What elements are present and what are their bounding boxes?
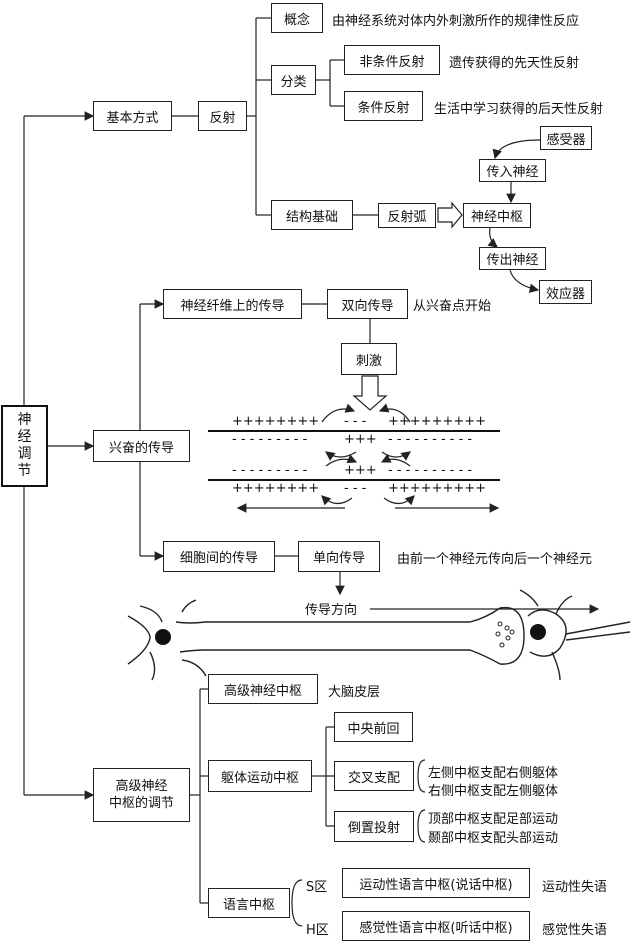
reflex-arc-node: 反射弧 xyxy=(378,203,436,228)
neuron1-nucleus xyxy=(155,629,171,645)
charge-row3-right: - - - - - - - - - - xyxy=(388,463,473,478)
reflex-node: 反射 xyxy=(198,101,247,131)
root-char: 经 xyxy=(17,429,32,445)
unidirectional-node: 单向传导 xyxy=(298,541,380,572)
receptor-node: 感受器 xyxy=(540,126,592,150)
hollow-arrow-icon xyxy=(437,201,463,229)
inverted-projection-node: 倒置投射 xyxy=(334,811,414,842)
structure-node: 结构基础 xyxy=(271,200,353,230)
root-node: 神 经 调 节 xyxy=(1,405,48,487)
inverted-desc2: 颞部中枢支配头部运动 xyxy=(428,831,559,846)
stimulus-down-arrow-icon xyxy=(352,375,388,411)
charge-row4-right: +++++++++ xyxy=(388,481,487,496)
neuron-drawing xyxy=(127,589,631,681)
synaptic-vesicles xyxy=(495,621,515,648)
concept-node: 概念 xyxy=(271,3,323,33)
conditioned-reflex-node: 条件反射 xyxy=(344,91,423,121)
concept-desc: 由神经系统对体内外刺激所作的规律性反应 xyxy=(332,14,580,29)
cross-desc1: 左侧中枢支配右侧躯体 xyxy=(428,766,559,781)
unconditioned-desc: 遗传获得的先天性反射 xyxy=(449,56,580,71)
s-area-label: S区 xyxy=(306,880,328,895)
synapse-conduction-node: 细胞间的传导 xyxy=(163,541,275,572)
charge-row1-right: +++++++++ xyxy=(388,414,487,429)
advanced-center-node: 高级神经中枢 xyxy=(208,674,318,704)
charge-row1-mid: - - - xyxy=(344,414,367,429)
motor-center-node: 躯体运动中枢 xyxy=(208,760,312,792)
charge-row4-left: ++++++++ xyxy=(232,481,320,496)
sensory-aphasia-label: 感觉性失语 xyxy=(542,923,608,938)
higher-label-line1: 高级神经 xyxy=(115,779,168,794)
bidirectional-node: 双向传导 xyxy=(327,289,408,319)
efferent-nerve-node: 传出神经 xyxy=(479,247,546,270)
charge-row4-mid: - - - xyxy=(344,481,367,496)
classify-node: 分类 xyxy=(271,65,316,95)
conduction-node: 兴奋的传导 xyxy=(93,430,190,462)
basic-mode-node: 基本方式 xyxy=(93,101,172,131)
unidirectional-desc: 由前一个神经元传向后一个神经元 xyxy=(397,552,593,567)
nerve-fiber-membrane xyxy=(208,430,500,481)
cross-control-node: 交叉支配 xyxy=(334,761,414,791)
charge-row1-left: ++++++++ xyxy=(232,414,320,429)
effector-node: 效应器 xyxy=(539,280,592,304)
sensory-language-node: 感觉性语言中枢(听话中枢) xyxy=(342,911,530,941)
motor-aphasia-label: 运动性失语 xyxy=(542,880,608,895)
cross-desc2: 右侧中枢支配左侧躯体 xyxy=(428,784,559,799)
charge-row2-mid: +++ xyxy=(344,432,377,447)
bidirectional-desc: 从兴奋点开始 xyxy=(413,299,492,314)
charge-row3-left: - - - - - - - - - xyxy=(232,463,308,478)
root-char: 调 xyxy=(17,446,32,462)
charge-row2-left: - - - - - - - - - xyxy=(232,432,308,447)
precentral-gyrus-node: 中央前回 xyxy=(334,712,413,742)
stimulus-node: 刺激 xyxy=(341,343,397,375)
charge-row2-right: - - - - - - - - - - xyxy=(388,432,473,447)
higher-label-line2: 中枢的调节 xyxy=(108,796,174,811)
unconditioned-reflex-node: 非条件反射 xyxy=(344,45,440,75)
neuron2-nucleus xyxy=(530,624,546,640)
h-area-label: H区 xyxy=(306,923,329,938)
charge-row3-mid: +++ xyxy=(344,463,377,478)
nerve-center-node: 神经中枢 xyxy=(463,203,531,228)
conditioned-desc: 生活中学习获得的后天性反射 xyxy=(434,102,604,117)
higher-center-node: 高级神经 中枢的调节 xyxy=(93,768,190,822)
direction-label: 传导方向 xyxy=(305,603,358,618)
language-center-node: 语言中枢 xyxy=(208,888,290,918)
motor-language-node: 运动性语言中枢(说话中枢) xyxy=(342,868,530,898)
cortex-desc: 大脑皮层 xyxy=(328,685,381,700)
root-char: 神 xyxy=(17,412,32,428)
afferent-nerve-node: 传入神经 xyxy=(479,159,546,182)
fiber-conduction-node: 神经纤维上的传导 xyxy=(163,289,302,319)
inverted-desc1: 顶部中枢支配足部运动 xyxy=(428,812,559,827)
local-current-arrows xyxy=(236,403,500,513)
root-char: 节 xyxy=(17,463,32,479)
